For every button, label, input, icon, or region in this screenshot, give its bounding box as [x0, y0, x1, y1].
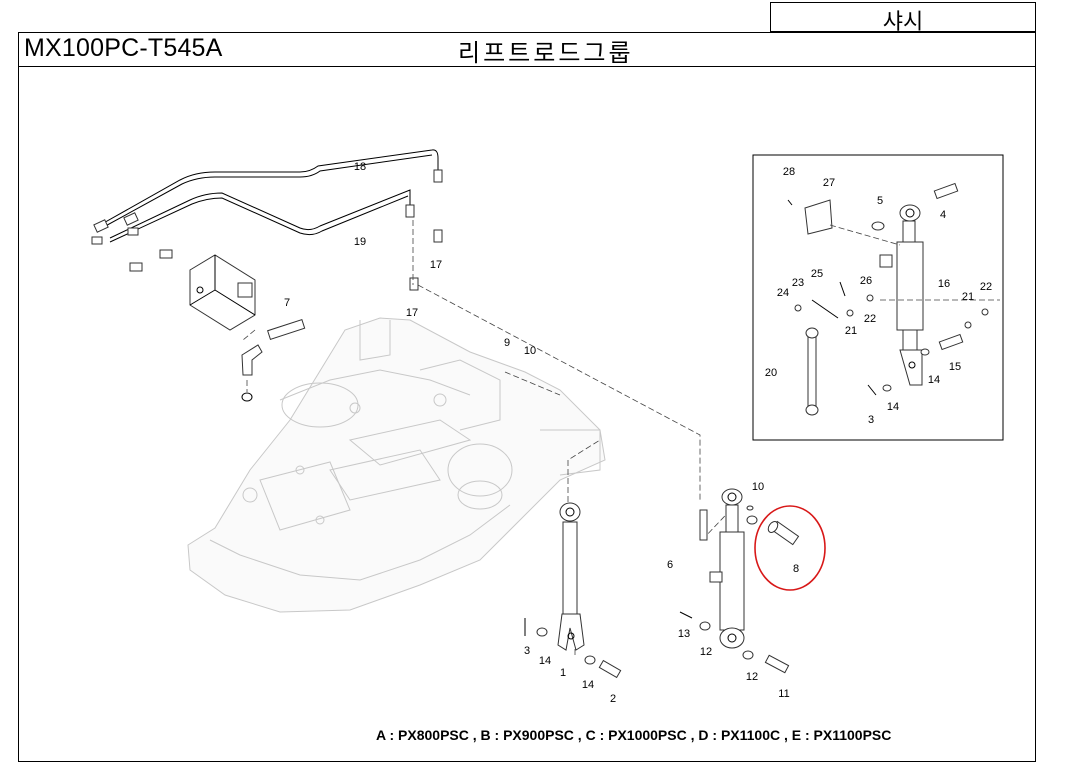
callout-label: 20	[765, 367, 777, 379]
valve-block	[189, 254, 256, 331]
title-row: MX100PC-T545A 리프트로드그룹	[18, 32, 1036, 67]
callout-label: 21	[845, 325, 857, 337]
callout-label: 7	[284, 297, 290, 309]
model-legend: A : PX800PSC , B : PX900PSC , C : PX1000…	[376, 727, 892, 743]
callout-label: 14	[928, 374, 940, 386]
callout-label: 8	[793, 563, 799, 575]
section-box: 샤시	[770, 2, 1036, 35]
callout-label: 5	[877, 195, 883, 207]
callout-label: 15	[949, 361, 961, 373]
callout-label: 22	[864, 313, 876, 325]
callout-label: 21	[962, 291, 974, 303]
callout-label: 10	[752, 481, 764, 493]
section-label: 샤시	[882, 10, 924, 35]
callout-label: 18	[354, 161, 366, 173]
model-code: MX100PC-T545A	[24, 34, 223, 62]
callout-label: 6	[667, 559, 673, 571]
inset-detail	[752, 154, 1004, 441]
callout-label: 22	[980, 281, 992, 293]
callout-label: 14	[539, 655, 551, 667]
callout-label: 10	[524, 345, 536, 357]
callout-label: 13	[678, 628, 690, 640]
main-callouts: 18 19 17 17 7 9 10 10 6 8 13 12 12 11 3 14 1 14 2	[284, 161, 799, 705]
rod1-small-parts	[524, 618, 622, 679]
callout-label: 24	[777, 287, 789, 299]
callout-label: 4	[940, 209, 946, 221]
lift-housing-outline	[187, 317, 606, 613]
fitting-7	[241, 319, 306, 402]
callout-label: 28	[783, 166, 795, 178]
callout-label: 14	[887, 401, 899, 413]
callout-label: 11	[778, 688, 789, 700]
group-title: 리프트로드그룹	[458, 39, 634, 67]
pin-8-highlight	[754, 505, 826, 591]
callout-label: 2	[610, 693, 616, 705]
cylinder-small-parts	[679, 611, 790, 674]
banjo-fittings-17	[409, 229, 443, 291]
callout-label: 1	[560, 667, 566, 679]
callout-label: 3	[524, 645, 530, 657]
callout-label: 23	[792, 277, 804, 289]
hydraulic-pipes	[91, 149, 443, 272]
callout-label: 27	[823, 177, 835, 189]
callout-label: 17	[406, 307, 418, 319]
callout-label: 16	[938, 278, 950, 290]
callout-label: 19	[354, 236, 366, 248]
callout-label: 12	[700, 646, 712, 658]
callout-label: 9	[504, 337, 510, 349]
callout-label: 3	[868, 414, 874, 426]
callout-label: 26	[860, 275, 872, 287]
callout-label: 17	[430, 259, 442, 271]
callout-label: 12	[746, 671, 758, 683]
callout-label: 14	[582, 679, 594, 691]
callout-label: 25	[811, 268, 823, 280]
lift-cylinder-6	[699, 488, 758, 649]
lift-rod-1	[557, 502, 585, 651]
